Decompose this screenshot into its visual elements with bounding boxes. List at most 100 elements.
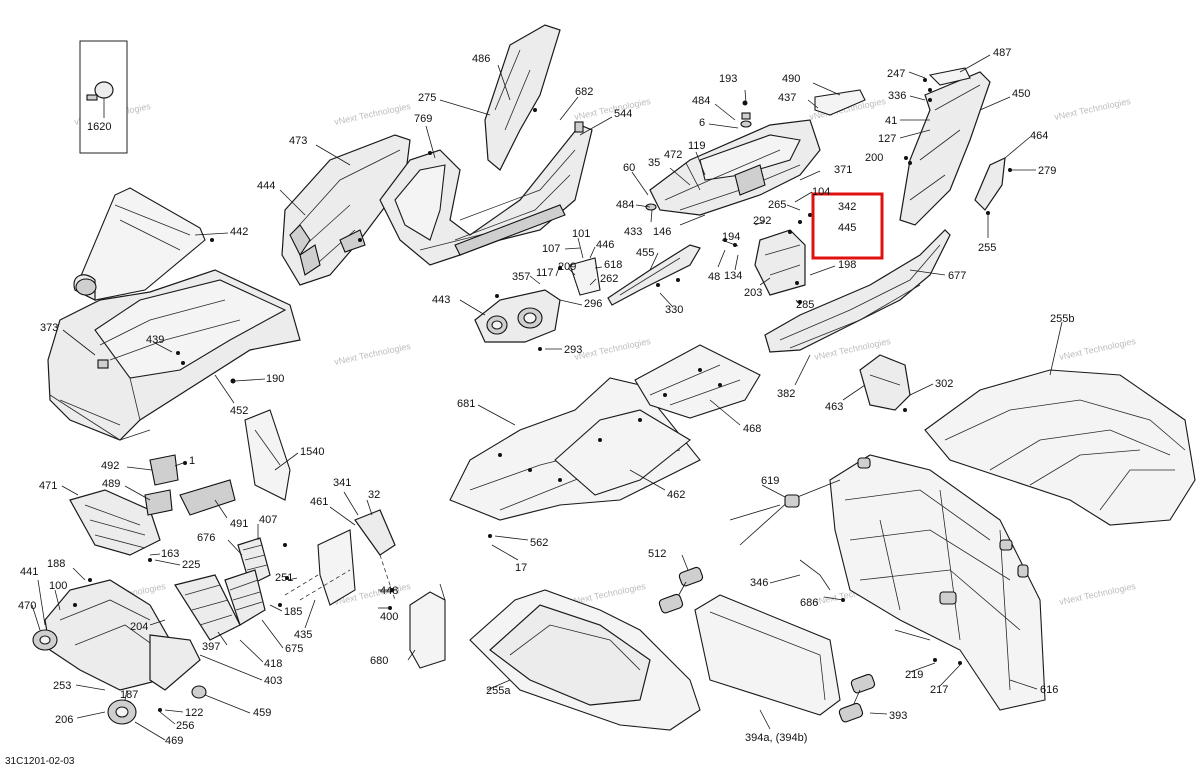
callout-463[interactable]: 463 <box>825 401 843 413</box>
callout-127[interactable]: 127 <box>878 133 896 145</box>
callout-435[interactable]: 435 <box>294 629 312 641</box>
callout-225[interactable]: 225 <box>182 559 200 571</box>
callout-433[interactable]: 433 <box>624 226 642 238</box>
callout-462[interactable]: 462 <box>667 489 685 501</box>
callout-107[interactable]: 107 <box>542 243 560 255</box>
callout-619[interactable]: 619 <box>761 475 779 487</box>
callout-676[interactable]: 676 <box>197 532 215 544</box>
callout-439[interactable]: 439 <box>146 334 164 346</box>
callout-204[interactable]: 204 <box>130 621 148 633</box>
callout-437[interactable]: 437 <box>778 92 796 104</box>
callout-285[interactable]: 285 <box>796 299 814 311</box>
callout-342[interactable]: 342 <box>838 201 856 213</box>
callout-330[interactable]: 330 <box>665 304 683 316</box>
callout-104[interactable]: 104 <box>812 186 830 198</box>
callout-1540[interactable]: 1540 <box>300 446 324 458</box>
callout-219[interactable]: 219 <box>905 669 923 681</box>
callout-448[interactable]: 448 <box>380 585 398 597</box>
callout-441[interactable]: 441 <box>20 566 38 578</box>
callout-146[interactable]: 146 <box>653 226 671 238</box>
callout-407[interactable]: 407 <box>259 514 277 526</box>
callout-686[interactable]: 686 <box>800 597 818 609</box>
callout-450[interactable]: 450 <box>1012 88 1030 100</box>
callout-117[interactable]: 117 <box>536 267 554 279</box>
callout-357[interactable]: 357 <box>512 271 530 283</box>
callout-544[interactable]: 544 <box>614 108 632 120</box>
callout-562[interactable]: 562 <box>530 537 548 549</box>
callout-185[interactable]: 185 <box>284 606 302 618</box>
callout-188[interactable]: 188 <box>47 558 65 570</box>
callout-443[interactable]: 443 <box>432 294 450 306</box>
callout-200[interactable]: 200 <box>865 152 883 164</box>
callout-217[interactable]: 217 <box>930 684 948 696</box>
callout-446[interactable]: 446 <box>596 239 614 251</box>
callout-101[interactable]: 101 <box>572 228 590 240</box>
callout-275[interactable]: 275 <box>418 92 436 104</box>
callout-32[interactable]: 32 <box>368 489 380 501</box>
callout-403[interactable]: 403 <box>264 675 282 687</box>
callout-371[interactable]: 371 <box>834 164 852 176</box>
callout-134[interactable]: 134 <box>724 270 742 282</box>
callout-247[interactable]: 247 <box>887 68 905 80</box>
callout-255[interactable]: 255 <box>978 242 996 254</box>
callout-682[interactable]: 682 <box>575 86 593 98</box>
callout-400[interactable]: 400 <box>380 611 398 623</box>
callout-487[interactable]: 487 <box>993 47 1011 59</box>
callout-336[interactable]: 336 <box>888 90 906 102</box>
callout-265[interactable]: 265 <box>768 199 786 211</box>
callout-382[interactable]: 382 <box>777 388 795 400</box>
callout-491[interactable]: 491 <box>230 518 248 530</box>
callout-293[interactable]: 293 <box>564 344 582 356</box>
callout-484-mid[interactable]: 484 <box>616 199 634 211</box>
callout-681[interactable]: 681 <box>457 398 475 410</box>
callout-163[interactable]: 163 <box>161 548 179 560</box>
callout-444[interactable]: 444 <box>257 180 275 192</box>
callout-473[interactable]: 473 <box>289 135 307 147</box>
callout-187[interactable]: 187 <box>120 689 138 701</box>
callout-209[interactable]: 209 <box>558 261 576 273</box>
callout-292[interactable]: 292 <box>753 215 771 227</box>
callout-469[interactable]: 469 <box>165 735 183 747</box>
callout-206[interactable]: 206 <box>55 714 73 726</box>
callout-256[interactable]: 256 <box>176 720 194 732</box>
callout-122[interactable]: 122 <box>185 707 203 719</box>
callout-41[interactable]: 41 <box>885 115 897 127</box>
callout-461[interactable]: 461 <box>310 496 328 508</box>
callout-60[interactable]: 60 <box>623 162 635 174</box>
callout-203[interactable]: 203 <box>744 287 762 299</box>
callout-677[interactable]: 677 <box>948 270 966 282</box>
callout-255b[interactable]: 255b <box>1050 313 1074 325</box>
callout-459[interactable]: 459 <box>253 707 271 719</box>
callout-251[interactable]: 251 <box>275 572 293 584</box>
callout-675[interactable]: 675 <box>285 643 303 655</box>
callout-346[interactable]: 346 <box>750 577 768 589</box>
callout-484-top[interactable]: 484 <box>692 95 710 107</box>
callout-486[interactable]: 486 <box>472 53 490 65</box>
callout-512[interactable]: 512 <box>648 548 666 560</box>
callout-470[interactable]: 470 <box>18 600 36 612</box>
callout-279[interactable]: 279 <box>1038 165 1056 177</box>
callout-6[interactable]: 6 <box>699 117 705 129</box>
callout-618[interactable]: 618 <box>604 259 622 271</box>
callout-119[interactable]: 119 <box>688 140 706 152</box>
callout-35[interactable]: 35 <box>648 157 660 169</box>
callout-100[interactable]: 100 <box>49 580 67 592</box>
callout-17[interactable]: 17 <box>515 562 527 574</box>
callout-471[interactable]: 471 <box>39 480 57 492</box>
callout-193[interactable]: 193 <box>719 73 737 85</box>
callout-302[interactable]: 302 <box>935 378 953 390</box>
callout-198[interactable]: 198 <box>838 259 856 271</box>
callout-253[interactable]: 253 <box>53 680 71 692</box>
callout-445[interactable]: 445 <box>838 222 856 234</box>
callout-455[interactable]: 455 <box>636 247 654 259</box>
callout-452[interactable]: 452 <box>230 405 248 417</box>
callout-1[interactable]: 1 <box>189 455 195 467</box>
callout-472[interactable]: 472 <box>664 149 682 161</box>
callout-48[interactable]: 48 <box>708 271 720 283</box>
callout-464[interactable]: 464 <box>1030 130 1048 142</box>
callout-769[interactable]: 769 <box>414 113 432 125</box>
callout-680[interactable]: 680 <box>370 655 388 667</box>
callout-373[interactable]: 373 <box>40 322 58 334</box>
callout-1620[interactable]: 1620 <box>87 121 111 133</box>
callout-442[interactable]: 442 <box>230 226 248 238</box>
